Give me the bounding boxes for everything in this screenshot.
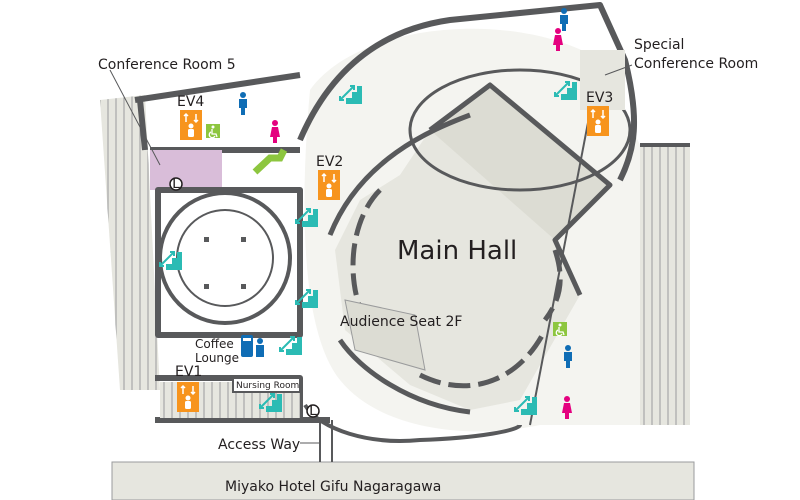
escalator-icon xyxy=(252,148,288,175)
ev3-label: EV3 xyxy=(586,90,613,106)
special-conference-room-area xyxy=(580,50,625,110)
elevator-ev3-icon[interactable] xyxy=(586,105,610,137)
vending-machine-icon xyxy=(241,335,253,357)
elevator-ev1-icon[interactable] xyxy=(176,381,200,413)
accessible-restroom-icon xyxy=(205,123,221,139)
womens-restroom-icon xyxy=(270,120,280,143)
stairs-icon xyxy=(279,336,303,356)
nursing-room-label: Nursing Room xyxy=(236,381,299,391)
locker-icon: L L xyxy=(169,176,320,419)
conference-room-5-area xyxy=(150,150,222,190)
coffee-lounge-label: Coffee xyxy=(195,337,234,351)
ev2-label: EV2 xyxy=(316,154,343,170)
access-way-label: Access Way xyxy=(218,437,300,453)
mens-restroom-icon xyxy=(560,8,568,31)
coffee-lounge-label-2: Lounge xyxy=(195,351,239,365)
central-rotunda xyxy=(158,191,292,325)
svg-text:L: L xyxy=(172,176,180,192)
ev1-label: EV1 xyxy=(175,364,202,380)
mens-restroom-icon xyxy=(239,92,247,115)
conference-room-5-label: Conference Room 5 xyxy=(98,57,236,73)
main-hall-label: Main Hall xyxy=(397,236,517,266)
special-conference-room-label: Special xyxy=(634,37,684,53)
elevator-ev4-icon[interactable] xyxy=(179,109,203,141)
elevator-ev2-icon[interactable] xyxy=(317,169,341,201)
nursing-room xyxy=(232,377,301,393)
left-terrace xyxy=(100,95,160,390)
hotel-building xyxy=(111,461,695,500)
right-terrace xyxy=(640,145,690,425)
audience-seat-label: Audience Seat 2F xyxy=(340,314,462,330)
svg-text:L: L xyxy=(309,403,317,419)
person-icon xyxy=(256,338,264,357)
ev4-label: EV4 xyxy=(177,94,204,110)
hotel-label: Miyako Hotel Gifu Nagaragawa xyxy=(225,479,441,495)
accessible-restroom-icon xyxy=(552,321,568,337)
special-conference-room-label-2: Conference Room xyxy=(634,56,758,72)
